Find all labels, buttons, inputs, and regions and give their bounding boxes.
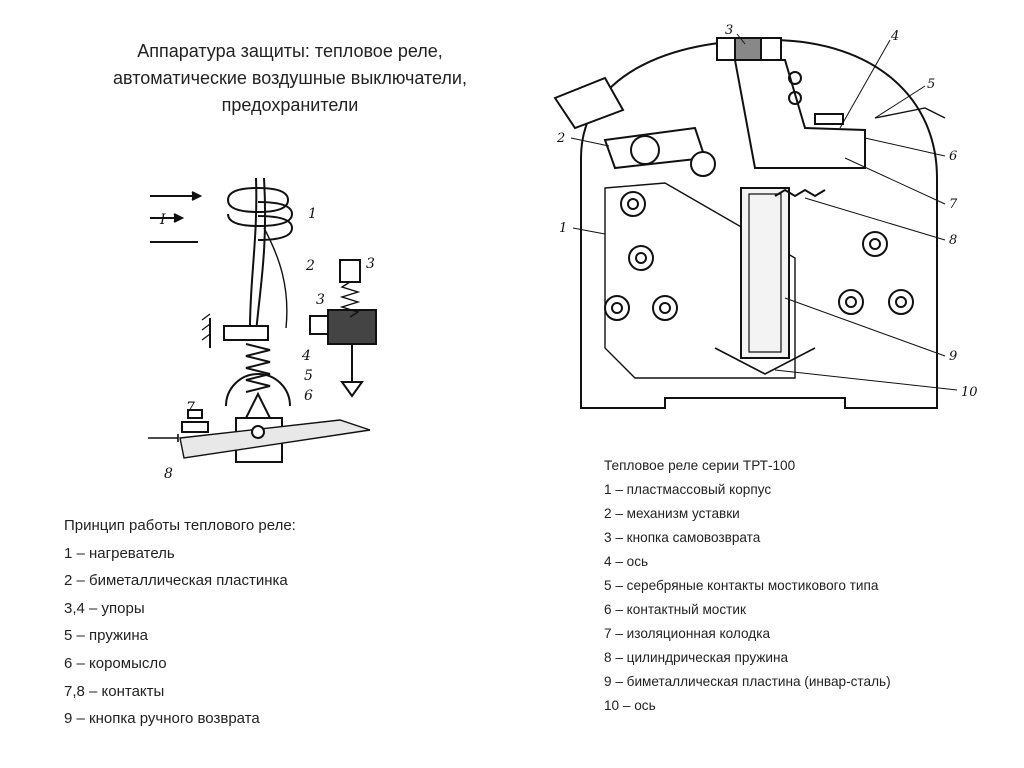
callout-1: 1: [559, 221, 567, 236]
callout-6: 6: [304, 388, 313, 404]
list-item: 6 – контактный мостик: [604, 602, 746, 617]
rocker-6: [225, 373, 291, 407]
list-item: 9 – биметаллическая пластина (инвар-стал…: [604, 674, 891, 689]
trt100-legend: Тепловое реле серии ТРТ-100 1 – пластмас…: [604, 454, 891, 718]
list-item: 2 – механизм уставки: [604, 506, 740, 521]
principle-heading: Принцип работы теплового реле:: [64, 517, 296, 534]
list-item: 7,8 – контакты: [64, 682, 165, 700]
callout-7: 7: [949, 197, 958, 212]
list-item: 6 – коромысло: [64, 654, 167, 672]
list-item: 2 – биметаллическая пластинка: [64, 572, 288, 590]
principle-legend: Принцип работы теплового реле: 1 – нагре…: [64, 512, 296, 733]
list-item: 10 – ось: [604, 698, 656, 713]
slide-title: Аппаратура защиты: тепловое реле, автома…: [40, 38, 540, 119]
list-item: 8 – цилиндрическая пружина: [604, 650, 789, 665]
list-item: 3,4 – упоры: [64, 599, 145, 617]
list-item: 4 – ось: [604, 554, 649, 569]
trt100-heading: Тепловое реле серии ТРТ-100: [604, 458, 796, 473]
callout-6: 6: [949, 149, 957, 164]
callout-3b: 3: [366, 256, 375, 272]
title-line-1: Аппаратура защиты: тепловое реле,: [137, 41, 443, 61]
callout-I: I: [159, 212, 166, 228]
callout-1: 1: [308, 206, 317, 222]
list-item: 9 – кнопка ручного возврата: [64, 710, 260, 728]
callout-8: 8: [164, 466, 173, 482]
callout-2: 2: [305, 258, 315, 274]
callout-8: 8: [949, 233, 957, 248]
list-item: 3 – кнопка самовозврата: [604, 530, 761, 545]
thermal-relay-principle-diagram: I 1 2 3 3 4 5 6 7 8: [148, 177, 377, 482]
callout-4: 4: [301, 348, 311, 364]
trt100-relay-drawing: 3 4 5 2 6 7 1 8 9 10: [553, 23, 978, 409]
list-item: 7 – изоляционная колодка: [604, 626, 770, 641]
callout-5: 5: [927, 77, 935, 92]
callout-9: 9: [949, 349, 957, 364]
callout-5: 5: [304, 368, 313, 384]
spring-5: [245, 343, 271, 393]
callout-10: 10: [961, 385, 978, 400]
list-item: 1 – нагреватель: [64, 544, 175, 562]
list-item: 5 – серебряные контакты мостикового типа: [604, 578, 879, 593]
bimetal-plate: [740, 187, 790, 359]
callout-3: 3: [725, 23, 733, 38]
title-line-3: предохранители: [221, 95, 359, 115]
callout-3a: 3: [316, 292, 325, 308]
callout-2: 2: [556, 131, 565, 146]
title-line-2: автоматические воздушные выключатели,: [113, 68, 467, 88]
heater-coil: [226, 187, 294, 241]
list-item: 1 – пластмассовый корпус: [604, 482, 772, 497]
callout-7: 7: [186, 400, 195, 416]
callout-4: 4: [890, 29, 899, 44]
list-item: 5 – пружина: [64, 627, 149, 645]
